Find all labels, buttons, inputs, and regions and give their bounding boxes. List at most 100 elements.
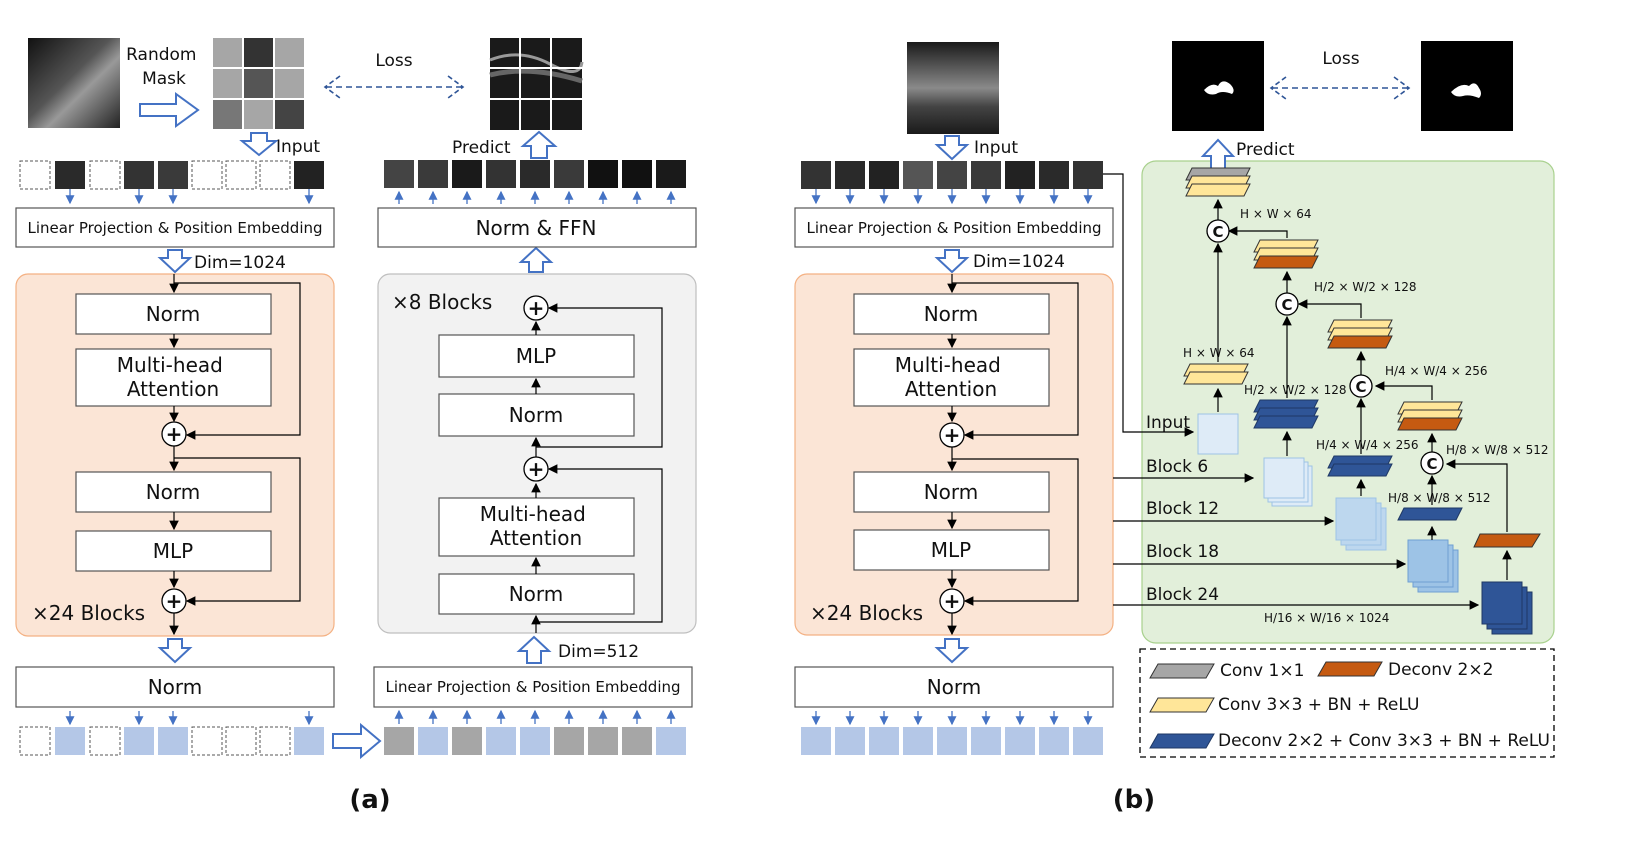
svg-text:+: + bbox=[944, 423, 961, 447]
deconv-legend-swatch bbox=[1317, 661, 1383, 677]
svg-text:Norm & FFN: Norm & FFN bbox=[476, 216, 597, 240]
svg-text:C: C bbox=[1426, 455, 1437, 473]
conv-stack-quarter-right bbox=[1397, 401, 1463, 431]
svg-text:MLP: MLP bbox=[153, 539, 193, 563]
decoder-embed-a bbox=[373, 666, 693, 708]
encoder-mha-label-a: Multi-head Attention bbox=[117, 353, 229, 401]
oct-input-image-b bbox=[907, 42, 999, 134]
output-conv-stack bbox=[1185, 167, 1251, 197]
dim-label-d7: H/8 × W/8 × 512 bbox=[1446, 443, 1549, 457]
predict-label-a: Predict bbox=[452, 138, 511, 158]
decoder-norm1-a bbox=[438, 573, 635, 615]
svg-text:Linear Projection & Position E: Linear Projection & Position Embedding bbox=[385, 678, 680, 696]
decoder-head-a bbox=[377, 207, 697, 248]
decoder-input-label: Input bbox=[1146, 413, 1190, 433]
svg-text:MLP: MLP bbox=[516, 344, 556, 368]
encoder-norm2-a bbox=[75, 471, 272, 513]
decoder-input-tokens-a bbox=[384, 709, 686, 755]
unet-decoder-area bbox=[1141, 160, 1555, 644]
mask-arrow-icon bbox=[139, 92, 200, 128]
encoder-mha-label-b: Multi-head Attention bbox=[895, 353, 1007, 401]
svg-text:Linear Projection & Position E: Linear Projection & Position Embedding bbox=[806, 219, 1101, 237]
deconv-conv-legend-swatch bbox=[1149, 733, 1215, 749]
random-mask-label: Random Mask bbox=[126, 45, 202, 89]
encoder-dim-label-a: Dim=1024 bbox=[194, 253, 286, 273]
caption-a: (a) bbox=[349, 785, 390, 815]
predict-label-b: Predict bbox=[1236, 140, 1295, 160]
to-decoder-arrow-icon bbox=[332, 722, 382, 760]
dim-label-d8: H/8 × W/8 × 512 bbox=[1388, 491, 1491, 505]
svg-text:Norm: Norm bbox=[927, 675, 982, 699]
svg-text:Norm: Norm bbox=[146, 480, 201, 504]
svg-text:Norm: Norm bbox=[509, 403, 564, 427]
encoder-embed-b bbox=[794, 207, 1114, 248]
block6-label: Block 6 bbox=[1146, 457, 1208, 477]
decoder-dim-label-a: Dim=512 bbox=[558, 642, 639, 662]
conv-stack-top-middle bbox=[1253, 239, 1319, 269]
encoder-dim-label-b: Dim=1024 bbox=[973, 252, 1065, 272]
dim-label-d3: H × W × 64 bbox=[1183, 346, 1255, 360]
loss-label-a: Loss bbox=[375, 51, 412, 71]
block24-label: Block 24 bbox=[1146, 585, 1219, 605]
block12-feature-stack bbox=[1335, 497, 1387, 551]
svg-text:Norm: Norm bbox=[146, 302, 201, 326]
input-label-a: Input bbox=[276, 137, 320, 157]
patch-row-b bbox=[801, 161, 1103, 205]
predicted-patch-row-a bbox=[384, 160, 686, 204]
block24-feature-stack bbox=[1481, 581, 1533, 635]
block18-label: Block 18 bbox=[1146, 542, 1219, 562]
decoder-blocks-label-a: ×8 Blocks bbox=[392, 290, 492, 314]
input-label-b: Input bbox=[974, 138, 1018, 158]
concat-node: C bbox=[1420, 451, 1444, 475]
dim-label-d1: H × W × 64 bbox=[1240, 207, 1312, 221]
legend-deconv: Deconv 2×2 bbox=[1388, 660, 1493, 680]
dim-label-d5: H/4 × W/4 × 256 bbox=[1385, 364, 1488, 378]
encoder-norm1-a bbox=[75, 293, 272, 335]
svg-text:+: + bbox=[528, 457, 545, 481]
dim-label-d6: H/4 × W/4 × 256 bbox=[1316, 438, 1419, 452]
input-feature-map bbox=[1197, 413, 1239, 455]
svg-text:+: + bbox=[528, 296, 545, 320]
block18-feature-stack bbox=[1407, 539, 1459, 593]
concat-node: C bbox=[1206, 219, 1230, 243]
legend-deconv-conv: Deconv 2×2 + Conv 3×3 + BN + ReLU bbox=[1218, 731, 1550, 751]
concat-node: C bbox=[1349, 374, 1373, 398]
input-arrow-a-icon bbox=[239, 132, 279, 157]
panel-a: Random Mask Loss bbox=[15, 38, 697, 815]
conv1-legend-swatch bbox=[1149, 663, 1215, 679]
svg-text:+: + bbox=[166, 422, 183, 446]
dim-label-d4: H/2 × W/2 × 128 bbox=[1244, 383, 1347, 397]
svg-text:C: C bbox=[1355, 378, 1366, 396]
decoder-norm2-a bbox=[438, 393, 635, 437]
decoder-mlp-a bbox=[438, 334, 635, 378]
encoder-output-tokens-b bbox=[801, 711, 1103, 755]
svg-text:C: C bbox=[1281, 296, 1292, 314]
encoder-patch-row-a bbox=[19, 160, 324, 205]
encoder-out-norm-a bbox=[15, 666, 335, 708]
encoder-mlp-a bbox=[75, 530, 272, 572]
legend-conv3: Conv 3×3 + BN + ReLU bbox=[1218, 695, 1419, 715]
encoder-embed-label-a: Linear Projection & Position Embedding bbox=[27, 219, 322, 237]
dim-label-d2: H/2 × W/2 × 128 bbox=[1314, 280, 1417, 294]
svg-text:+: + bbox=[166, 589, 183, 613]
block12-label: Block 12 bbox=[1146, 499, 1219, 519]
encoder-output-tokens-a bbox=[19, 711, 324, 756]
decoder-mha-a bbox=[438, 497, 635, 557]
deconv-conv-layer bbox=[1397, 507, 1463, 521]
svg-text:C: C bbox=[1212, 223, 1223, 241]
encoder-mha-a bbox=[75, 348, 272, 407]
svg-text:Norm: Norm bbox=[148, 675, 203, 699]
conv-stack-half-middle bbox=[1327, 319, 1393, 349]
svg-text:+: + bbox=[944, 589, 961, 613]
svg-text:Norm: Norm bbox=[509, 582, 564, 606]
oct-input-image bbox=[28, 38, 120, 128]
svg-text:Norm: Norm bbox=[924, 302, 979, 326]
caption-b: (b) bbox=[1113, 785, 1155, 815]
conv3-legend-swatch bbox=[1149, 697, 1215, 713]
masked-image-grid bbox=[213, 38, 304, 129]
svg-text:Norm: Norm bbox=[924, 480, 979, 504]
dim-label-d9: H/16 × W/16 × 1024 bbox=[1264, 611, 1389, 625]
predict-arrow-a-icon bbox=[520, 130, 558, 159]
concat-node: C bbox=[1275, 292, 1299, 316]
